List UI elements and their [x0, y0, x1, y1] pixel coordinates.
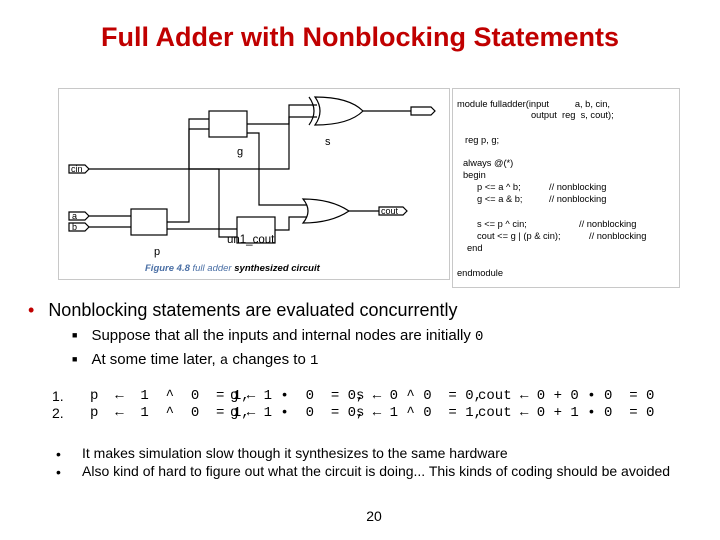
synthesized-circuit-figure: cin a b g s p cout un1_cout Figure 4.8 f… [58, 88, 450, 280]
sub-bullet-2: ■ At some time later, a changes to 1 [72, 351, 318, 369]
sub-bullet-2-value: 1 [309, 353, 319, 369]
step-number: 1. [52, 388, 64, 404]
figure-number: Figure 4.8 [145, 263, 190, 274]
figure-caption-emph: synthesized circuit [234, 263, 320, 274]
step-p: p ← 1 ^ 0 = 1, [90, 388, 250, 404]
code-comment-9: // nonblocking [589, 231, 647, 241]
square-bullet-icon: ■ [72, 354, 78, 364]
cout-label: cout [381, 206, 399, 216]
code-comment-8: // nonblocking [579, 219, 637, 229]
sub-bullet-2-text: At some time later, [91, 351, 220, 368]
square-bullet-icon: ■ [72, 330, 78, 340]
code-comment-7: // nonblocking [549, 194, 607, 204]
reg-p [130, 208, 168, 236]
code-line-10: end [467, 243, 483, 253]
a-label: a [72, 211, 77, 221]
xor-gate-s [313, 96, 364, 126]
code-line-8: s <= p ^ cin; [477, 219, 527, 229]
step-s: s ← 0 ^ 0 = 0, [356, 388, 483, 404]
note-bullet-icon: • [56, 446, 61, 462]
code-line-6: p <= a ^ b; [477, 182, 521, 192]
code-line-7: g <= a & b; [477, 194, 523, 204]
code-comment-6: // nonblocking [549, 182, 607, 192]
step-cout: cout ← 0 + 1 • 0 = 0 [478, 405, 655, 421]
xor-gate-s-back [308, 96, 315, 126]
cout-port [378, 206, 408, 216]
code-line-1: module fulladder(input a, b, cin, [457, 99, 610, 109]
main-bullet-text: Nonblocking statements are evaluated con… [48, 300, 458, 320]
step-s: s ← 1 ^ 0 = 1, [356, 405, 483, 421]
s-label: s [325, 136, 331, 148]
g-label: g [237, 146, 243, 158]
note-2: Also kind of hard to figure out what the… [82, 463, 671, 479]
sub-bullet-2-var: a [219, 353, 229, 369]
note-bullet-icon: • [56, 464, 61, 480]
cin-label: cin [71, 164, 83, 174]
step-number: 2. [52, 405, 64, 421]
step-g: g ← 1 • 0 = 0, [230, 388, 365, 404]
sub-bullet-1-text: Suppose that all the inputs and internal… [91, 327, 476, 344]
sub-bullet-2-mid: changes to [228, 351, 310, 368]
main-bullet: • Nonblocking statements are evaluated co… [28, 300, 458, 321]
verilog-code-box: module fulladder(input a, b, cin, output… [452, 88, 680, 288]
circuit-schematic: cin a b g s p cout un1_cout [68, 96, 436, 258]
code-line-5: begin [463, 170, 486, 180]
p-label: p [154, 246, 160, 258]
code-line-9: cout <= g | (p & cin); [477, 231, 561, 241]
reg-g [208, 110, 248, 138]
bullet-dot-icon: • [28, 300, 35, 320]
cin-port [68, 164, 90, 174]
code-line-11: endmodule [457, 268, 504, 278]
step-g: g ← 1 • 0 = 0, [230, 405, 365, 421]
note-1: It makes simulation slow though it synth… [82, 445, 508, 461]
code-line-3: reg p, g; [465, 135, 500, 145]
code-line-4: always @(*) [463, 158, 514, 168]
code-line-2: output reg s, cout); [531, 110, 614, 120]
un1-cout-label: un1_cout [227, 234, 275, 246]
slide-title: Full Adder with Nonblocking Statements [100, 22, 620, 52]
b-port [68, 222, 90, 232]
sub-bullet-1: ■ Suppose that all the inputs and interna… [72, 327, 483, 345]
b-label: b [72, 222, 77, 232]
page-number: 20 [366, 508, 382, 524]
a-port [68, 211, 90, 221]
figure-caption: Figure 4.8 full adder synthesized circui… [145, 263, 320, 274]
step-cout: cout ← 0 + 0 • 0 = 0 [478, 388, 655, 404]
figure-caption-text: full adder [189, 263, 235, 274]
step-p: p ← 1 ^ 0 = 1, [90, 405, 250, 421]
sub-bullet-1-value: 0 [475, 329, 484, 345]
or-gate-cout [301, 198, 351, 224]
s-port [410, 106, 436, 116]
